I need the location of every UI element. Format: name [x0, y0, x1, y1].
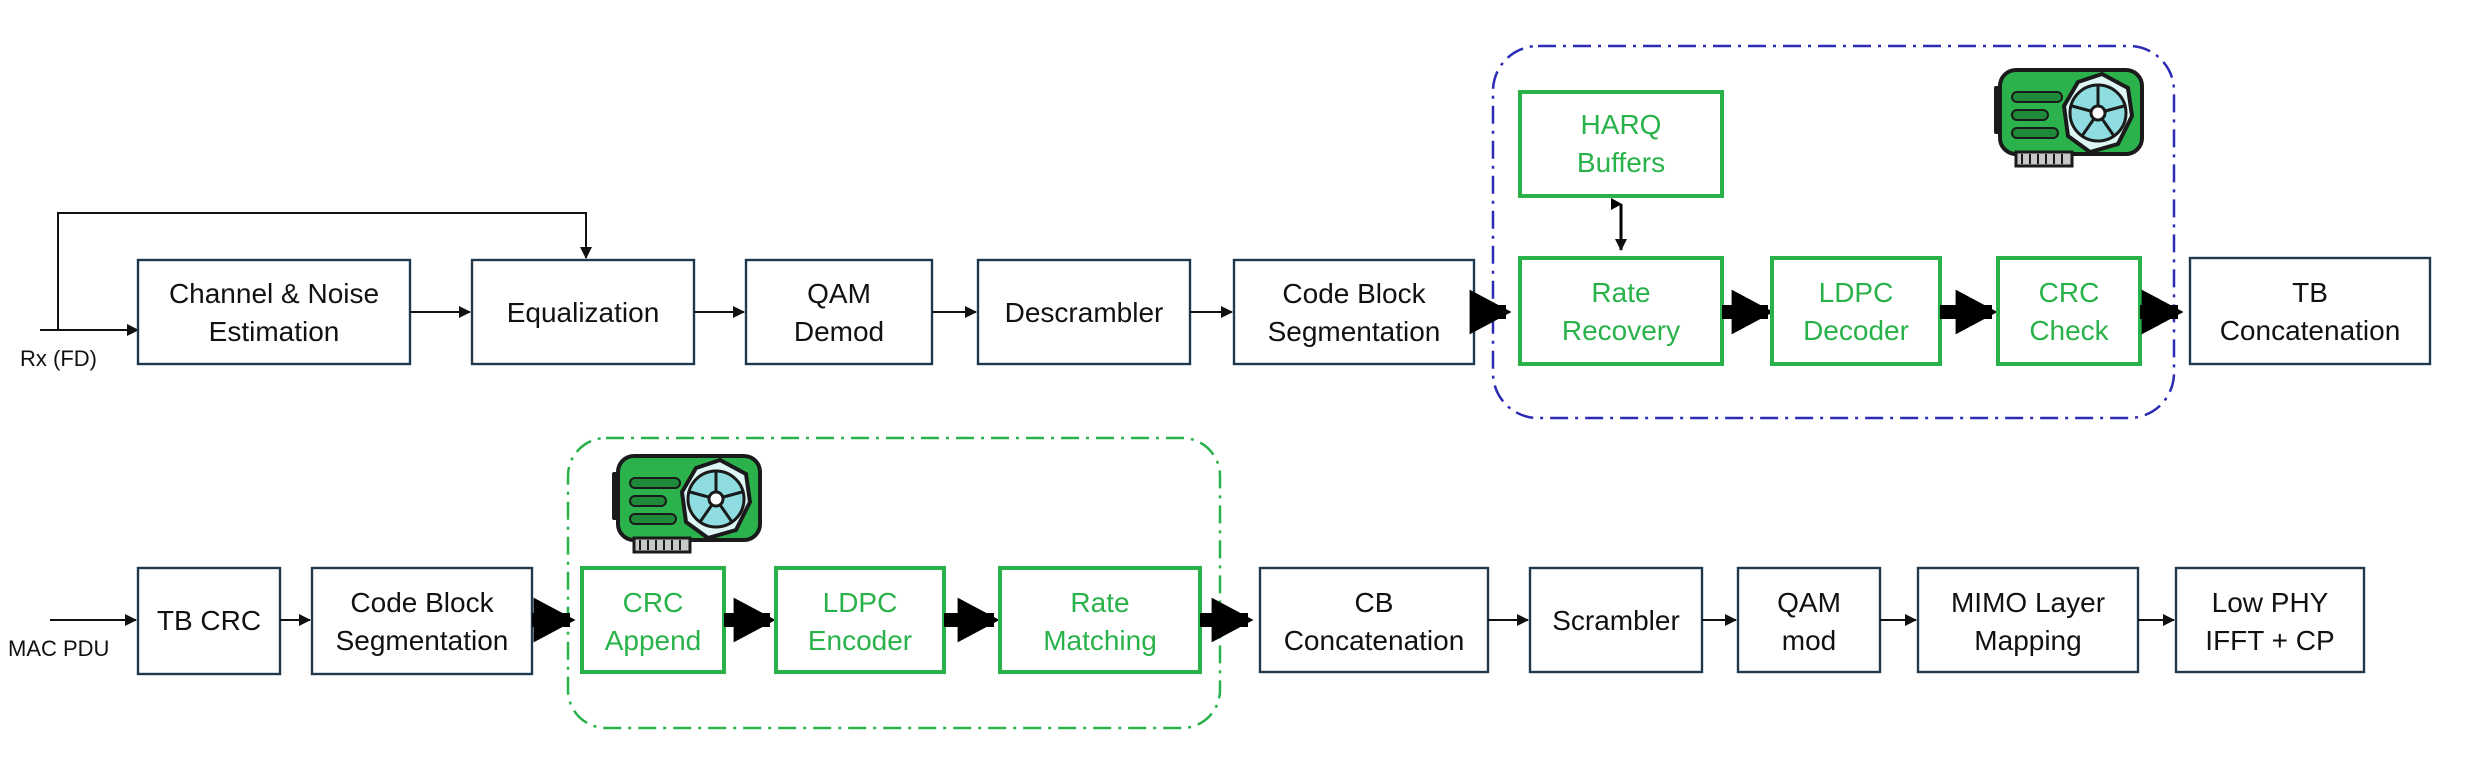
equalization-block: Equalization	[470, 258, 696, 366]
gpu-card-icon	[1992, 68, 2144, 168]
tb-concat-line2: Concatenation	[2220, 315, 2401, 346]
tb-concatenation-block: TB Concatenation	[2188, 256, 2432, 366]
low-phy-line2: IFFT + CP	[2205, 625, 2334, 656]
rate-recovery-block: Rate Recovery	[1518, 256, 1724, 366]
channel-estimation-line1: Channel & Noise	[169, 278, 379, 309]
mimo-line2: Mapping	[1974, 625, 2081, 656]
gpu-card-icon	[610, 454, 762, 554]
crc-append-line2: Append	[605, 625, 702, 656]
rx-code-block-segmentation-block: Code Block Segmentation	[1232, 258, 1476, 366]
ldpc-decoder-line2: Decoder	[1803, 315, 1909, 346]
tx-cbs-line1: Code Block	[350, 587, 494, 618]
ldpc-encoder-line2: Encoder	[808, 625, 912, 656]
scrambler-label: Scrambler	[1552, 605, 1680, 636]
channel-noise-estimation-block: Channel & Noise Estimation	[136, 258, 412, 366]
rx-cbs-line2: Segmentation	[1268, 316, 1441, 347]
qam-demod-block: QAM Demod	[744, 258, 934, 366]
rate-recovery-line2: Recovery	[1562, 315, 1680, 346]
rate-matching-line1: Rate	[1070, 587, 1129, 618]
gpu-encode-group	[566, 436, 1222, 730]
harq-line2: Buffers	[1577, 147, 1665, 178]
tx-input-label: MAC PDU	[8, 636, 109, 661]
crc-append-block: CRC Append	[580, 566, 726, 674]
feedback-arrow	[57, 212, 592, 330]
rate-matching-line2: Matching	[1043, 625, 1157, 656]
tb-crc-label: TB CRC	[157, 605, 261, 636]
ldpc-decoder-block: LDPC Decoder	[1770, 256, 1942, 366]
mimo-layer-mapping-block: MIMO Layer Mapping	[1916, 566, 2140, 674]
tx-code-block-segmentation-block: Code Block Segmentation	[310, 566, 534, 676]
harq-buffers-block: HARQ Buffers	[1518, 90, 1724, 198]
ldpc-encoder-line1: LDPC	[823, 587, 898, 618]
qam-mod-line2: mod	[1782, 625, 1836, 656]
mimo-line1: MIMO Layer	[1951, 587, 2105, 618]
rate-matching-block: Rate Matching	[998, 566, 1202, 674]
ldpc-encoder-block: LDPC Encoder	[774, 566, 946, 674]
low-phy-block: Low PHY IFFT + CP	[2174, 566, 2366, 674]
equalization-label: Equalization	[507, 297, 660, 328]
cb-concatenation-block: CB Concatenation	[1258, 566, 1490, 674]
tb-concat-line1: TB	[2292, 277, 2328, 308]
descrambler-label: Descrambler	[1005, 297, 1164, 328]
harq-line1: HARQ	[1581, 109, 1662, 140]
cb-concat-line2: Concatenation	[1284, 625, 1465, 656]
qam-mod-block: QAM mod	[1736, 566, 1882, 674]
ldpc-decoder-line1: LDPC	[1819, 277, 1894, 308]
qam-demod-line1: QAM	[807, 278, 871, 309]
rx-cbs-line1: Code Block	[1282, 278, 1426, 309]
cb-concat-line1: CB	[1355, 587, 1394, 618]
rate-recovery-line1: Rate	[1591, 277, 1650, 308]
channel-estimation-line2: Estimation	[209, 316, 340, 347]
crc-check-line1: CRC	[2039, 277, 2100, 308]
crc-check-block: CRC Check	[1996, 256, 2142, 366]
scrambler-block: Scrambler	[1528, 566, 1704, 674]
descrambler-block: Descrambler	[976, 258, 1192, 366]
crc-append-line1: CRC	[623, 587, 684, 618]
tx-cbs-line2: Segmentation	[336, 625, 509, 656]
crc-check-line2: Check	[2029, 315, 2109, 346]
rx-input-label: Rx (FD)	[20, 346, 97, 371]
low-phy-line1: Low PHY	[2212, 587, 2329, 618]
tb-crc-block: TB CRC	[136, 566, 282, 676]
qam-mod-line1: QAM	[1777, 587, 1841, 618]
qam-demod-line2: Demod	[794, 316, 884, 347]
gpu-decode-group	[1491, 44, 2176, 420]
